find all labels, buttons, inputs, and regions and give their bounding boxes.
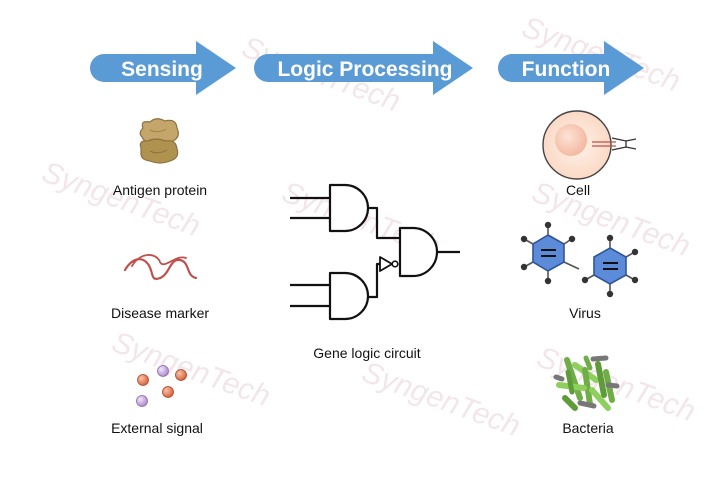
logic-gate-circuit-icon [290,183,460,321]
stage-arrow-function: Function [498,41,644,95]
bacteria-rods-icon [553,355,620,411]
watermark-text: SyngenTech [38,156,205,244]
stage-arrow-sensing: Sensing [90,41,236,95]
protein-blob-icon [139,118,179,164]
squiggle-strand-icon [123,254,198,280]
function-item-label: Cell [566,182,590,198]
logic-label: Gene logic circuit [313,345,420,361]
sensing-item-label: Antigen protein [113,182,207,198]
sensing-item-label: External signal [111,420,203,436]
watermark-text: SyngenTech [358,356,525,444]
stage-title: Sensing [121,58,203,81]
function-item-label: Bacteria [562,420,614,436]
sensing-item-label: Disease marker [111,305,209,321]
hexagon-molecule-icon [520,221,639,298]
stage-arrow-logic: Logic Processing [254,41,473,95]
stage-title: Logic Processing [277,58,452,81]
stage-title: Function [522,58,611,81]
watermark-text: SyngenTech [108,326,275,414]
cell-with-pipette-icon [542,110,637,180]
molecule-dots-icon [136,365,187,407]
function-item-label: Virus [569,305,601,321]
